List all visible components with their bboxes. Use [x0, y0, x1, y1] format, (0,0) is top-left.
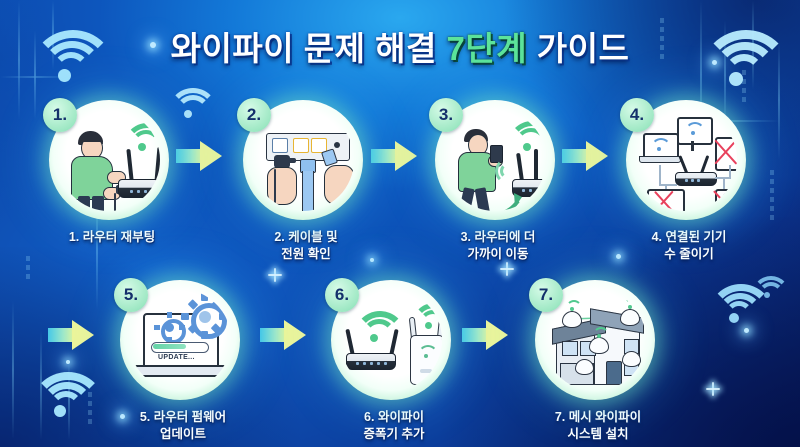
- art-person-walking-to-router: [444, 109, 546, 211]
- art-router-and-wifi-extender: [340, 289, 442, 391]
- step-3-illustration: 3.: [429, 98, 555, 220]
- mesh-node-4: [575, 359, 594, 375]
- step-2-caption-line-1: 2. 케이블 및: [274, 230, 338, 244]
- step-5-caption-line-1: 5. 라우터 펌웨어: [139, 410, 227, 424]
- green-curved-arrow-icon: [502, 193, 522, 211]
- step-6-caption: 6. 와이파이 증폭기 추가: [331, 409, 457, 442]
- step-1[interactable]: 1.: [43, 98, 175, 246]
- step-2[interactable]: 2. 2. 케이블 및: [237, 98, 369, 262]
- step-5[interactable]: 5.: [114, 278, 246, 442]
- update-progress-label: UPDATE...: [158, 354, 195, 361]
- art-laptop-firmware-update: UPDATE...: [129, 289, 231, 391]
- step-5-caption-line-2: 업데이트: [159, 426, 206, 441]
- step-1-caption-line-1: 1. 라우터 재부팅: [68, 230, 156, 244]
- title-part-1: 와이파이 문제 해결: [170, 30, 447, 67]
- step-3-caption-line-1: 3. 라우터에 더: [460, 230, 536, 244]
- step-3-caption-line-2: 가까이 이동: [467, 246, 529, 261]
- step-7-illustration: 7.: [529, 278, 655, 400]
- step-3-caption: 3. 라우터에 더 가까이 이동: [435, 229, 561, 262]
- page-title: 와이파이 문제 해결 7단계 가이드: [0, 22, 800, 70]
- decor-wifi-icon-right-mid: [752, 276, 790, 300]
- step-4-caption-line-2: 수 줄이기: [664, 246, 714, 261]
- step-7-caption-line-1: 7. 메시 와이파이: [554, 410, 642, 424]
- decor-wifi-icon-mid-right: [168, 88, 218, 118]
- step-2-badge: 2.: [237, 98, 271, 132]
- step-4[interactable]: 4.: [620, 98, 752, 262]
- step-7-caption-line-2: 시스템 설치: [567, 426, 629, 441]
- title-highlight: 7단계: [446, 30, 528, 67]
- step-6-illustration: 6.: [325, 278, 451, 400]
- step-3-badge: 3.: [429, 98, 463, 132]
- step-2-caption: 2. 케이블 및 전원 확인: [243, 229, 369, 262]
- step-6-badge: 6.: [325, 278, 359, 312]
- step-4-caption: 4. 연결된 기기 수 줄이기: [626, 229, 752, 262]
- step-6-caption-line-2: 증폭기 추가: [363, 426, 425, 441]
- arrow-step3-to-step4: [562, 141, 608, 171]
- arrow-step2-to-step3: [371, 141, 417, 171]
- step-4-caption-line-1: 4. 연결된 기기: [651, 230, 727, 244]
- step-7[interactable]: 7.: [529, 278, 661, 442]
- title-part-2: 가이드: [527, 30, 630, 67]
- step-1-caption: 1. 라우터 재부팅: [49, 229, 175, 246]
- art-hands-plugging-cables: [252, 109, 354, 211]
- decor-wifi-icon-bottom-right: [708, 284, 774, 324]
- arrow-step4-to-step5: [48, 320, 94, 350]
- step-3[interactable]: 3.: [429, 98, 561, 262]
- step-1-illustration: 1.: [43, 98, 169, 220]
- step-5-caption: 5. 라우터 펌웨어 업데이트: [120, 409, 246, 442]
- decor-wifi-icon-top-left: [30, 30, 116, 82]
- decor-wifi-icon-bottom-left: [30, 372, 106, 418]
- step-2-illustration: 2.: [237, 98, 363, 220]
- arrow-step6-to-step7: [462, 320, 508, 350]
- step-5-illustration: 5.: [114, 278, 240, 400]
- step-4-badge: 4.: [620, 98, 654, 132]
- decor-wifi-icon-top-right: [700, 30, 792, 86]
- step-2-caption-line-2: 전원 확인: [281, 246, 331, 261]
- step-6-caption-line-1: 6. 와이파이: [364, 410, 424, 424]
- step-6[interactable]: 6.: [325, 278, 457, 442]
- art-router-with-disconnected-devices: [635, 109, 737, 211]
- step-7-badge: 7.: [529, 278, 563, 312]
- step-5-badge: 5.: [114, 278, 148, 312]
- arrow-step5-to-step6: [260, 320, 306, 350]
- step-1-badge: 1.: [43, 98, 77, 132]
- mesh-node-5: [622, 351, 641, 367]
- art-person-unplugging-router: [58, 109, 160, 211]
- step-7-caption: 7. 메시 와이파이 시스템 설치: [535, 409, 661, 442]
- arrow-step1-to-step2: [176, 141, 222, 171]
- art-house-with-mesh-nodes: [544, 289, 646, 391]
- step-4-illustration: 4.: [620, 98, 746, 220]
